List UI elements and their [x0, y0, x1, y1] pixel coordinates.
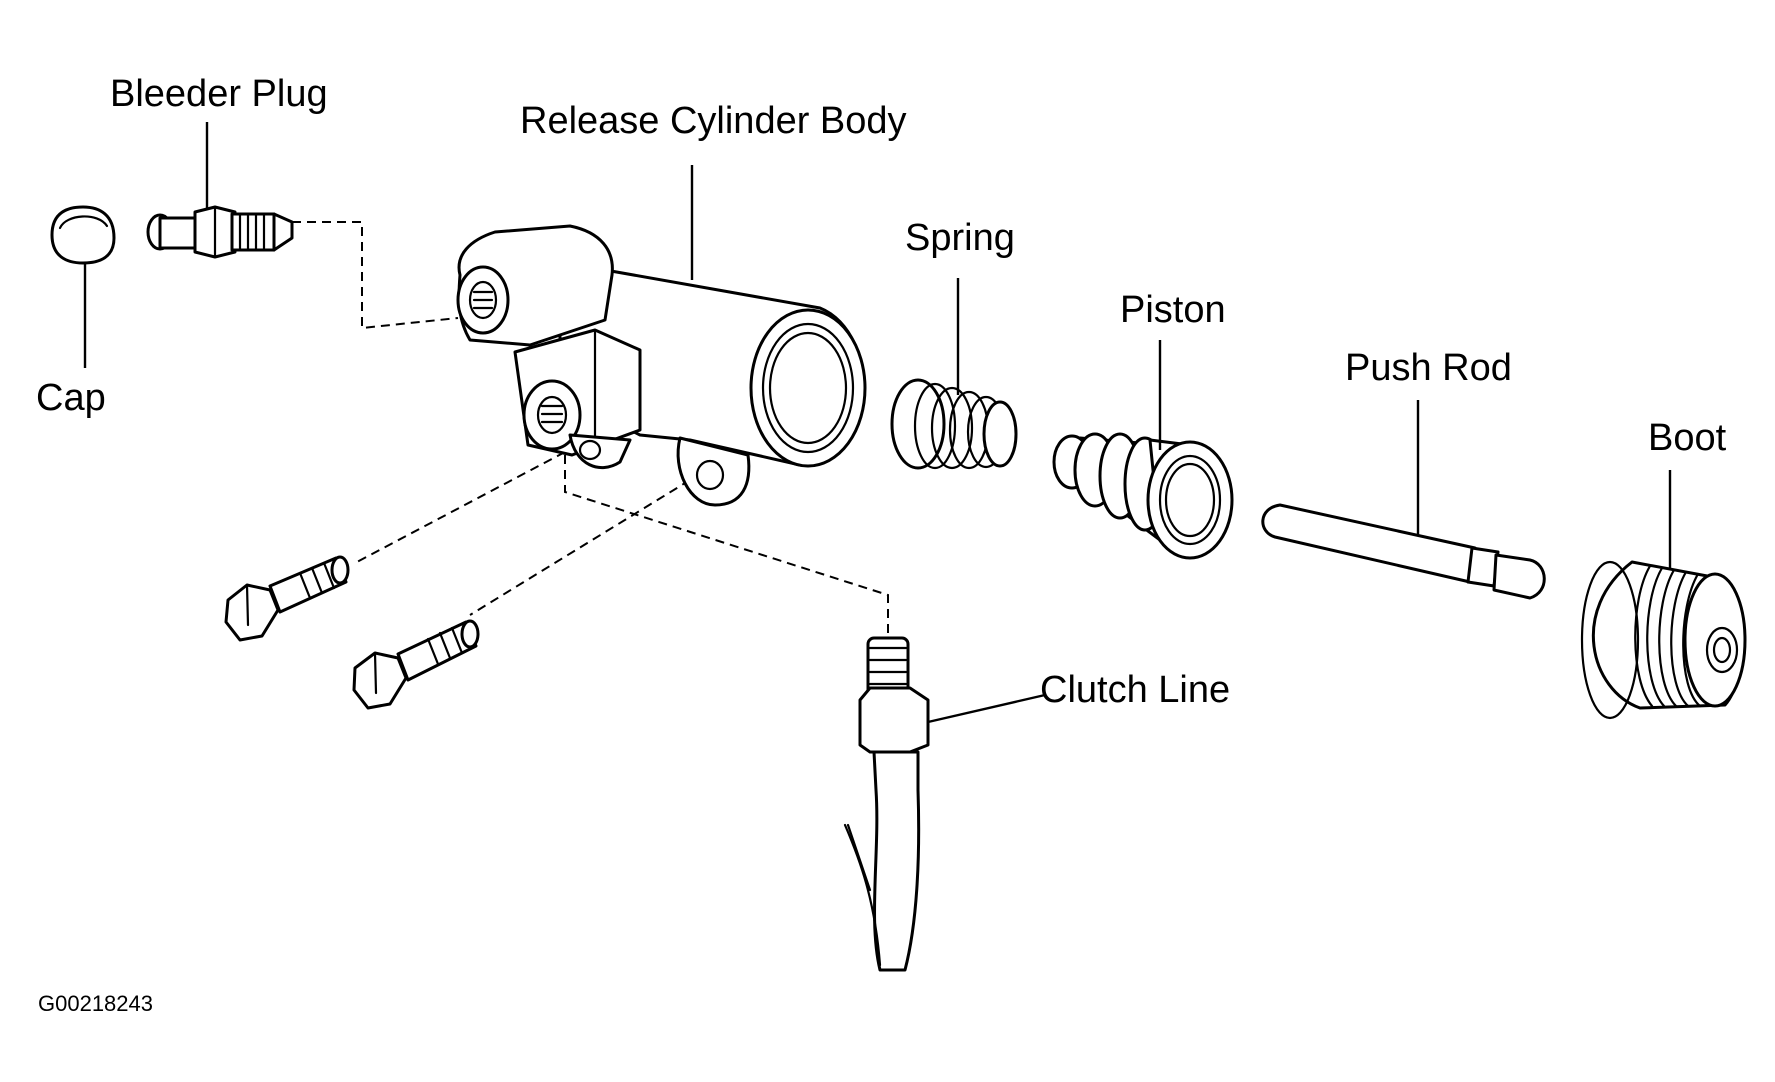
piston-part [1052, 340, 1234, 560]
label-spring: Spring [905, 217, 1015, 259]
label-push-rod: Push Rod [1345, 347, 1512, 389]
push-rod-part [1261, 400, 1546, 600]
label-boot: Boot [1648, 417, 1727, 459]
label-piston: Piston [1120, 289, 1226, 331]
cap-part [50, 205, 116, 368]
mounting-bolt-lower [352, 619, 480, 710]
clutch-line-part [843, 636, 1046, 972]
label-bleeder-plug: Bleeder Plug [110, 73, 328, 115]
release-cylinder-body-part [456, 165, 867, 507]
mounting-bolt-upper [224, 555, 350, 642]
label-release-cylinder-body: Release Cylinder Body [520, 100, 907, 142]
spring-part [890, 278, 1018, 470]
label-clutch-line: Clutch Line [1040, 669, 1230, 711]
boot-part [1580, 470, 1747, 720]
assembly-dashed-lines [292, 221, 889, 635]
figure-id: G00218243 [38, 991, 153, 1016]
label-cap: Cap [36, 377, 106, 419]
bleeder-plug-part [146, 122, 294, 259]
